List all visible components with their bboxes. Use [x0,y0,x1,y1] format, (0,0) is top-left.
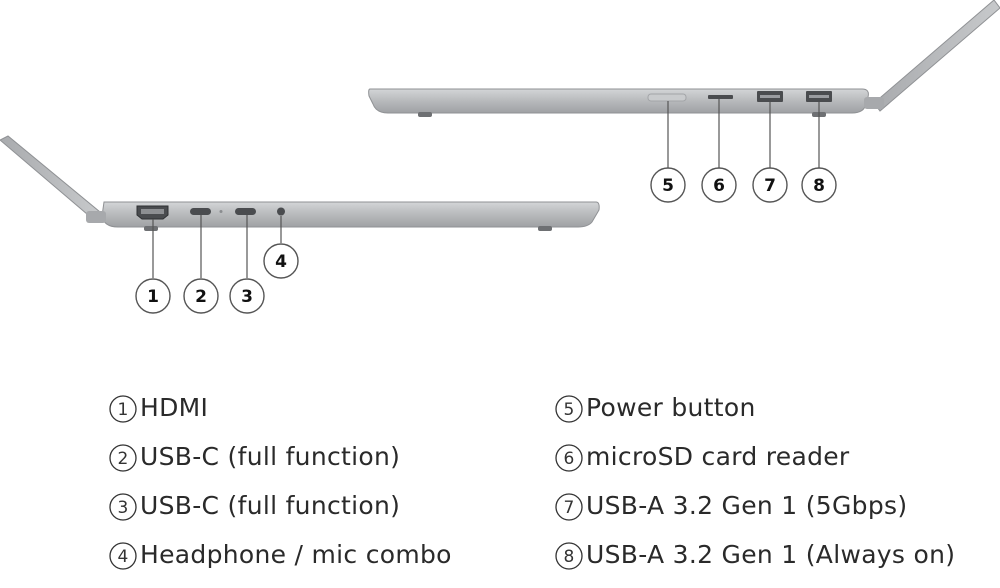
svg-text:5: 5 [563,400,574,420]
legend-item-usb-c-2: 3 USB-C (full function) [108,490,452,539]
leader-lines [152,99,820,278]
right-hinge [864,97,884,109]
legend-label-2: USB-C (full function) [140,442,401,471]
laptop-left-side-view [0,135,600,231]
headphone-jack [277,207,285,216]
legend-label-3: USB-C (full function) [140,491,401,520]
callout-6: 6 [701,167,737,203]
callout-5: 5 [650,167,686,203]
callout-4: 4 [263,243,299,279]
svg-text:3: 3 [241,287,253,307]
usb-c-1-indicator [219,210,223,213]
svg-text:3: 3 [117,498,128,518]
usb-c-port-2 [235,208,256,215]
svg-text:5: 5 [662,176,674,196]
laptop-ports-diagram: 1 2 3 4 5 6 7 8 [0,0,1000,314]
legend-item-usb-c-1: 2 USB-C (full function) [108,441,452,490]
legend-number-3: 3 [108,492,138,522]
power-button [647,93,687,102]
legend-label-8: USB-A 3.2 Gen 1 (Always on) [586,540,956,569]
legend-label-4: Headphone / mic combo [140,540,452,569]
hdmi-port [136,205,169,220]
usb-a-port-2 [806,91,832,102]
legend-number-2: 2 [108,443,138,473]
svg-text:4: 4 [275,252,287,272]
callout-1: 1 [135,278,171,314]
left-lid [0,135,101,221]
svg-text:7: 7 [563,498,574,518]
svg-text:4: 4 [117,547,128,567]
callout-circles: 1 2 3 4 5 6 7 8 [135,167,837,314]
legend-item-power: 5 Power button [554,392,955,441]
legend-item-hdmi: 1 HDMI [108,392,452,441]
left-hinge [86,211,106,223]
legend-number-8: 8 [554,541,584,571]
legend-number-1: 1 [108,394,138,424]
left-chassis [101,201,600,228]
legend-item-usb-a-2: 8 USB-A 3.2 Gen 1 (Always on) [554,539,955,588]
svg-text:2: 2 [195,287,207,307]
right-lid [873,0,1000,112]
legend-label-7: USB-A 3.2 Gen 1 (5Gbps) [586,491,908,520]
legend-number-6: 6 [554,443,584,473]
legend-number-7: 7 [554,492,584,522]
svg-text:8: 8 [813,176,825,196]
legend-label-1: HDMI [140,393,209,422]
laptop-right-side-view [368,0,1000,117]
legend-number-5: 5 [554,394,584,424]
svg-text:1: 1 [117,400,128,420]
callout-7: 7 [752,167,788,203]
legend-label-6: microSD card reader [586,442,850,471]
svg-text:2: 2 [117,449,128,469]
callout-3: 3 [229,278,265,314]
left-foot-front [144,226,158,231]
right-foot-front [418,112,432,117]
legend-item-headphone: 4 Headphone / mic combo [108,539,452,588]
svg-text:1: 1 [147,287,159,307]
usb-a-port-1 [757,91,783,102]
svg-text:7: 7 [764,176,776,196]
legend-label-5: Power button [586,393,756,422]
microsd-slot [708,95,733,99]
usb-c-port-1 [190,208,211,215]
callout-8: 8 [801,167,837,203]
left-foot-back [538,226,552,231]
callout-2: 2 [183,278,219,314]
legend-number-4: 4 [108,541,138,571]
legend-item-usb-a-1: 7 USB-A 3.2 Gen 1 (5Gbps) [554,490,955,539]
svg-text:6: 6 [713,176,725,196]
svg-text:6: 6 [563,449,574,469]
legend-item-microsd: 6 microSD card reader [554,441,955,490]
right-chassis [368,88,869,114]
svg-text:8: 8 [563,547,574,567]
